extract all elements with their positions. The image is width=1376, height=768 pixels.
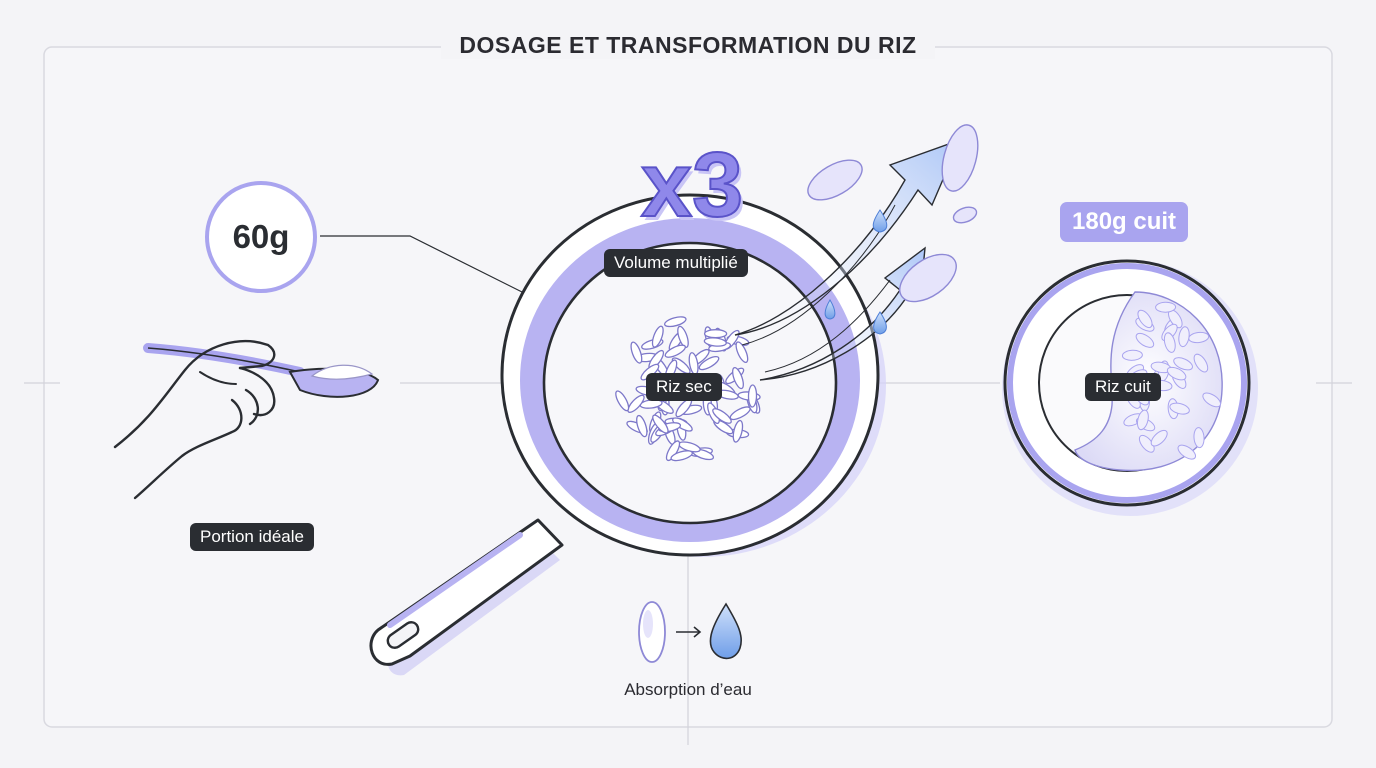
rice-grain [1169, 402, 1190, 415]
rice-grain [627, 394, 645, 413]
rice-grain [735, 341, 749, 364]
rice-grain [630, 341, 643, 364]
water-drop-icon [824, 209, 888, 335]
volume-multiplier: x3 [640, 134, 744, 236]
rice-grain [698, 355, 720, 371]
portion-label: Portion idéale [190, 523, 314, 551]
hand-spoon-icon [113, 340, 380, 500]
rice-grain [670, 450, 693, 462]
rice-grain [1166, 366, 1187, 381]
rice-grain [1177, 444, 1197, 460]
rice-grain [664, 344, 686, 358]
rice-grain [1150, 429, 1168, 447]
rice-grain [712, 408, 732, 424]
rice-grain-flying [807, 124, 979, 303]
rice-grain [1173, 357, 1193, 371]
rice-grain [732, 367, 744, 390]
rice-grain [677, 325, 689, 349]
rice-grain [672, 417, 693, 432]
rice-grain [1136, 409, 1149, 431]
rice-grain [1202, 392, 1222, 408]
rice-grain [732, 419, 744, 443]
cooked-amount-badge: 180g cuit [1060, 202, 1189, 242]
cooked-rice-label: Riz cuit [1085, 373, 1161, 401]
rice-grain [747, 384, 758, 408]
water-drop-icon [709, 602, 742, 660]
rice-grain [1178, 326, 1190, 348]
rice-grain [636, 414, 648, 438]
rice-grain-icon [638, 601, 666, 663]
rice-grain [1135, 332, 1155, 348]
multiplier-label: Volume multiplié [604, 249, 748, 277]
rice-grain [615, 390, 630, 412]
arrow-right-icon [676, 626, 702, 638]
rice-grain [1163, 332, 1176, 353]
rice-grain [1121, 349, 1143, 361]
rice-grain [651, 325, 664, 348]
absorption-label: Absorption d’eau [624, 680, 752, 699]
rice-grain [1193, 353, 1209, 373]
rice-grain [703, 337, 727, 347]
dry-rice-label: Riz sec [646, 373, 722, 401]
portion-amount: 60g [205, 181, 317, 293]
rice-grain [663, 316, 687, 328]
rice-grain [1193, 427, 1205, 449]
rice-grain [703, 329, 728, 339]
rice-grain [1155, 301, 1177, 313]
rice-grain [652, 414, 669, 434]
rice-grain [1137, 309, 1153, 329]
rice-grain [1138, 434, 1155, 453]
